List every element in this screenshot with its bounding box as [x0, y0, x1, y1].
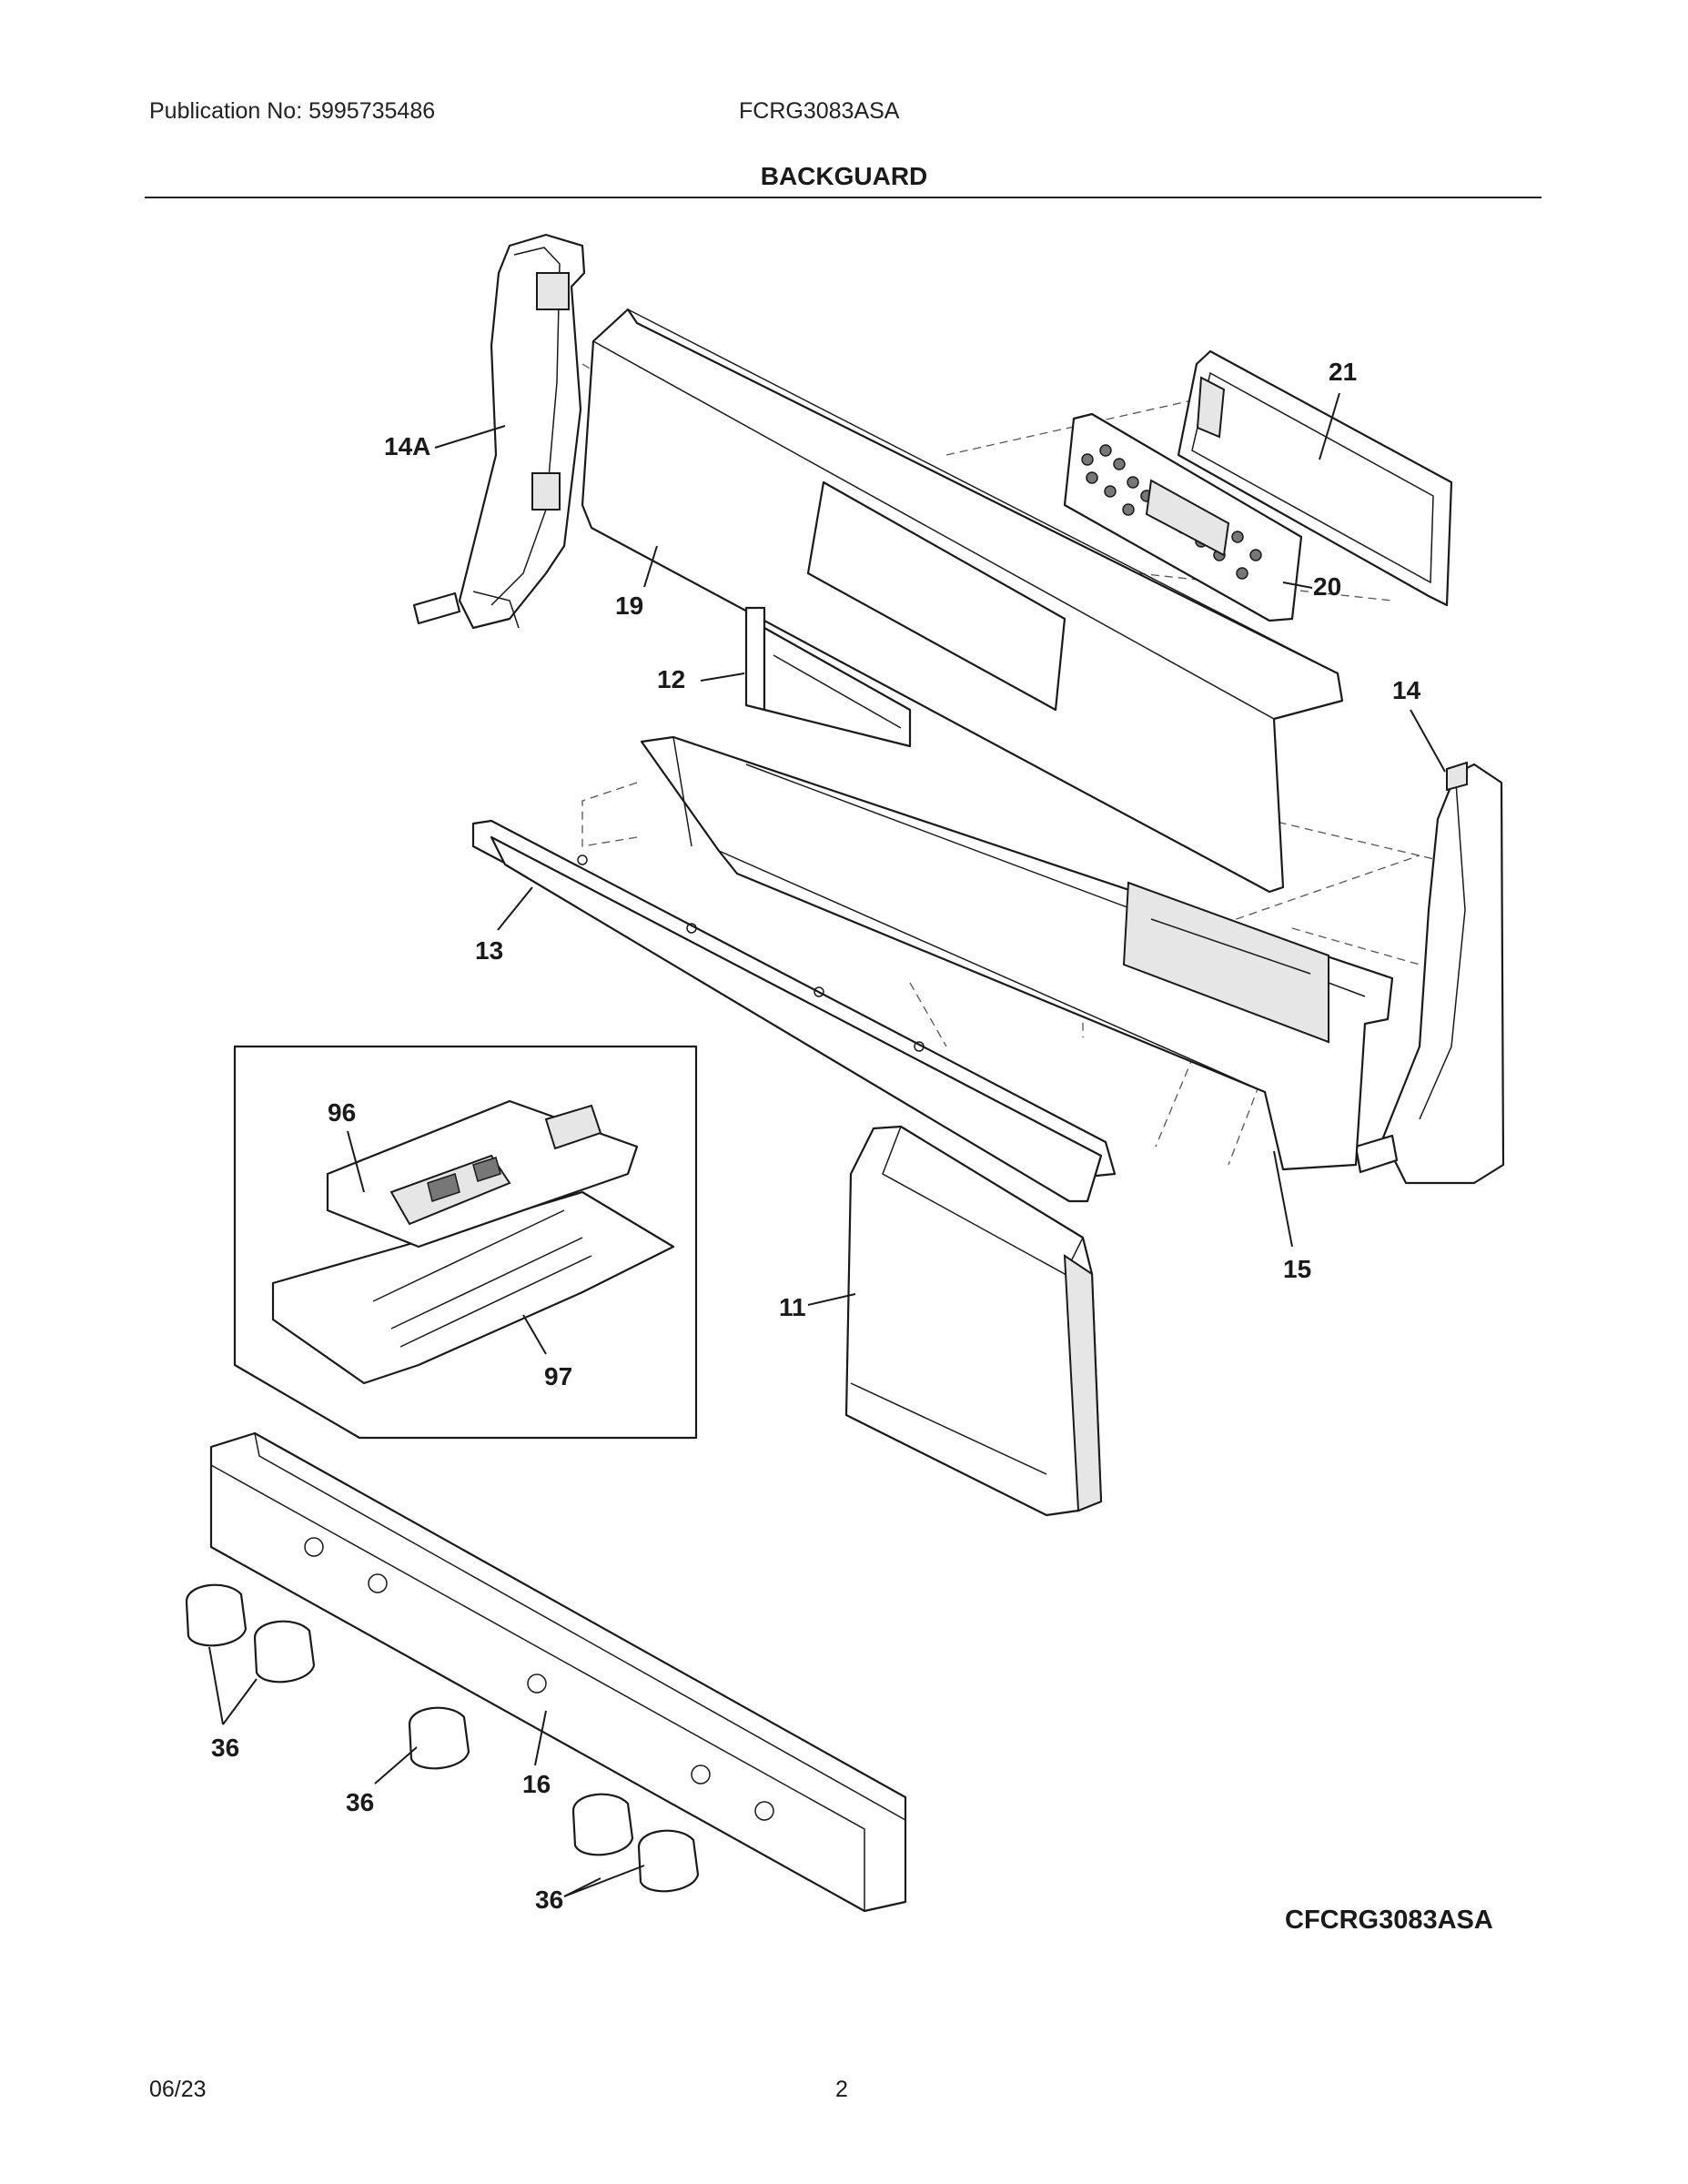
knob-1	[185, 1583, 248, 1647]
callout-36-c: 36	[535, 1886, 563, 1914]
rear-cover-11	[844, 1125, 1103, 1517]
right-end-cap-14	[1354, 761, 1505, 1185]
callout-labels: 14A 19 21 20 12 14 13 96 97 11 15 36 36 …	[211, 358, 1421, 1914]
control-panel-19	[581, 308, 1344, 894]
leader-lines	[208, 392, 1446, 1897]
callout-16: 16	[522, 1770, 551, 1798]
callout-21: 21	[1329, 358, 1357, 386]
callout-11: 11	[779, 1293, 806, 1321]
knob-2	[253, 1620, 316, 1684]
footer-date: 06/23	[149, 2077, 207, 2102]
bracket-12	[744, 606, 912, 748]
backguard-chassis-15	[640, 735, 1394, 1171]
front-channel-13	[471, 819, 1117, 1203]
knob-5	[637, 1829, 700, 1893]
callout-36-a: 36	[211, 1734, 239, 1762]
control-board-20	[1063, 412, 1303, 622]
knob-4	[571, 1793, 634, 1856]
publication-number: Publication No: 5995735486	[149, 98, 436, 124]
callout-36-b: 36	[346, 1788, 374, 1816]
manifold-panel-16	[209, 1431, 907, 1913]
callout-12: 12	[657, 665, 685, 693]
callout-15: 15	[1283, 1255, 1311, 1283]
burner-knobs-36	[185, 1583, 700, 1893]
inset-detail-box	[233, 1045, 698, 1440]
model-number: FCRG3083ASA	[739, 98, 900, 124]
callout-97: 97	[544, 1362, 572, 1390]
callout-14: 14	[1392, 676, 1421, 704]
callout-19: 19	[615, 592, 643, 620]
footer-page-number: 2	[835, 2077, 848, 2102]
callout-14a: 14A	[384, 432, 430, 460]
callout-13: 13	[475, 936, 503, 965]
knob-3	[408, 1706, 470, 1770]
callout-20: 20	[1313, 572, 1341, 601]
section-title: BACKGUARD	[760, 162, 928, 190]
left-end-cap-14a	[412, 233, 586, 630]
overlay-frame-21	[1177, 349, 1453, 607]
header-divider	[145, 197, 1541, 198]
diagram-code: CFCRG3083ASA	[1285, 1906, 1493, 1935]
callout-96: 96	[328, 1098, 356, 1127]
control-board-buttons	[1081, 444, 1262, 580]
